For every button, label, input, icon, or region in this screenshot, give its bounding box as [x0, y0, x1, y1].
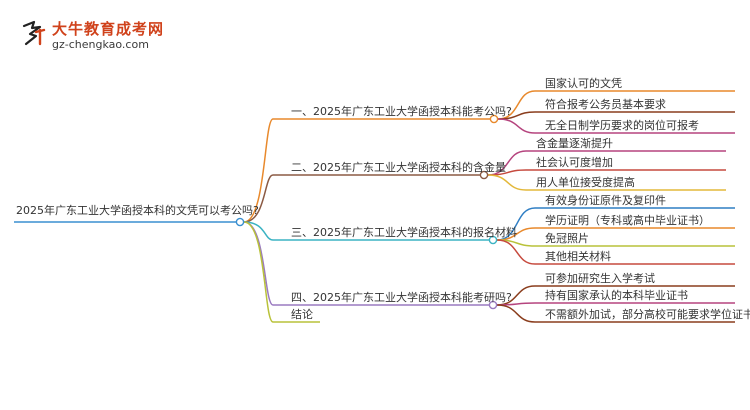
branch-link-5 [243, 221, 320, 323]
branch-4-item-3[interactable]: 不需额外加试，部分高校可能要求学位证书 [545, 308, 750, 321]
child-link-2-3 [487, 174, 726, 191]
logo-mark-icon [22, 20, 46, 46]
child-link-3-2 [496, 227, 735, 241]
branch-link-3 [243, 221, 489, 241]
branch-1-title[interactable]: 一、2025年广东工业大学函授本科能考公吗? [291, 105, 512, 118]
branch-4-connector[interactable] [488, 300, 498, 310]
branch-4-item-2[interactable]: 持有国家承认的本科毕业证书 [545, 289, 688, 302]
branch-5-title[interactable]: 结论 [291, 308, 313, 321]
site-logo[interactable]: 大牛教育成考网 gz-chengkao.com [20, 16, 190, 52]
branch-link-2 [243, 174, 480, 223]
branch-1-item-1[interactable]: 国家认可的文凭 [545, 77, 622, 90]
child-link-1-2 [497, 111, 735, 120]
branch-4-item-1[interactable]: 可参加研究生入学考试 [545, 272, 655, 285]
child-link-3-4 [496, 239, 735, 265]
child-link-3-3 [496, 239, 735, 247]
branch-link-1 [243, 118, 490, 223]
branch-3-item-2[interactable]: 学历证明（专科或高中毕业证书） [545, 214, 710, 227]
branch-2-connector[interactable] [479, 170, 489, 180]
branch-3-title[interactable]: 三、2025年广东工业大学函授本科的报名材料 [291, 226, 517, 239]
branch-2-item-2[interactable]: 社会认可度增加 [536, 156, 613, 169]
child-link-4-3 [496, 304, 735, 323]
branch-2-title[interactable]: 二、2025年广东工业大学函授本科的含金量 [291, 161, 506, 174]
root-connector[interactable] [235, 217, 245, 227]
branch-3-connector[interactable] [488, 235, 498, 245]
branch-2-item-1[interactable]: 含金量逐渐提升 [536, 137, 613, 150]
child-link-1-3 [497, 118, 735, 134]
child-link-4-2 [496, 302, 735, 306]
branch-3-item-1[interactable]: 有效身份证原件及复印件 [545, 194, 666, 207]
branch-1-connector[interactable] [489, 114, 499, 124]
logo-url: gz-chengkao.com [52, 38, 149, 51]
child-link-2-2 [487, 169, 726, 176]
branch-4-title[interactable]: 四、2025年广东工业大学函授本科能考研吗? [291, 291, 512, 304]
branch-1-item-3[interactable]: 无全日制学历要求的岗位可报考 [545, 119, 699, 132]
branch-1-item-2[interactable]: 符合报考公务员基本要求 [545, 98, 666, 111]
branch-3-item-3[interactable]: 免冠照片 [545, 232, 589, 245]
branch-2-item-3[interactable]: 用人单位接受度提高 [536, 176, 635, 189]
logo-name: 大牛教育成考网 [52, 20, 165, 38]
root-node[interactable]: 2025年广东工业大学函授本科的文凭可以考公吗? [16, 204, 259, 217]
branch-3-item-4[interactable]: 其他相关材料 [545, 250, 611, 263]
